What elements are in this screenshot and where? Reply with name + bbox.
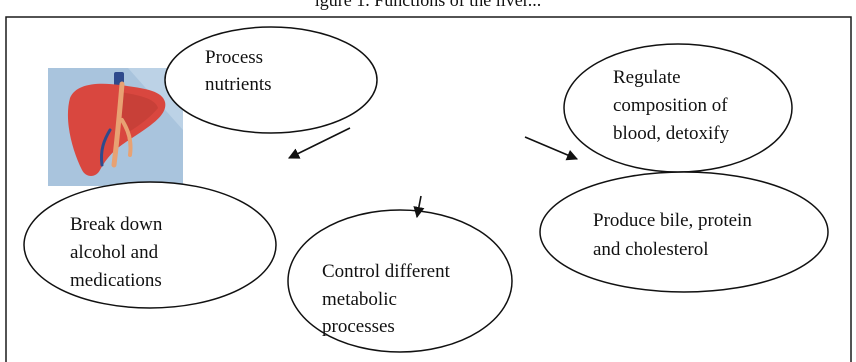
diagram-frame — [5, 16, 852, 362]
arrow-to-regulate — [524, 136, 579, 161]
arrow-to-control-metabolic — [413, 195, 425, 219]
node-ellipse-produce-bile — [539, 171, 829, 293]
node-label-break-down-alcohol: Break down alcohol and medications — [70, 214, 167, 291]
node-label-produce-bile: Produce bile, protein and cholesterol — [593, 210, 757, 260]
node-label-control-metabolic: Control different metabolic processes — [322, 261, 455, 337]
node-ellipse-break-down-alcohol — [23, 181, 277, 309]
liver-icon — [48, 68, 183, 186]
node-ellipse-process-nutrients — [164, 26, 378, 134]
arrow-to-break-down — [287, 127, 351, 159]
node-label-process-nutrients: Process nutrients — [205, 47, 272, 95]
node-ellipse-control-metabolic — [287, 209, 513, 353]
figure-caption: igure 1. Functions of the liver... — [315, 0, 541, 10]
node-label-regulate-blood: Regulate composition of blood, detoxify — [613, 67, 732, 144]
